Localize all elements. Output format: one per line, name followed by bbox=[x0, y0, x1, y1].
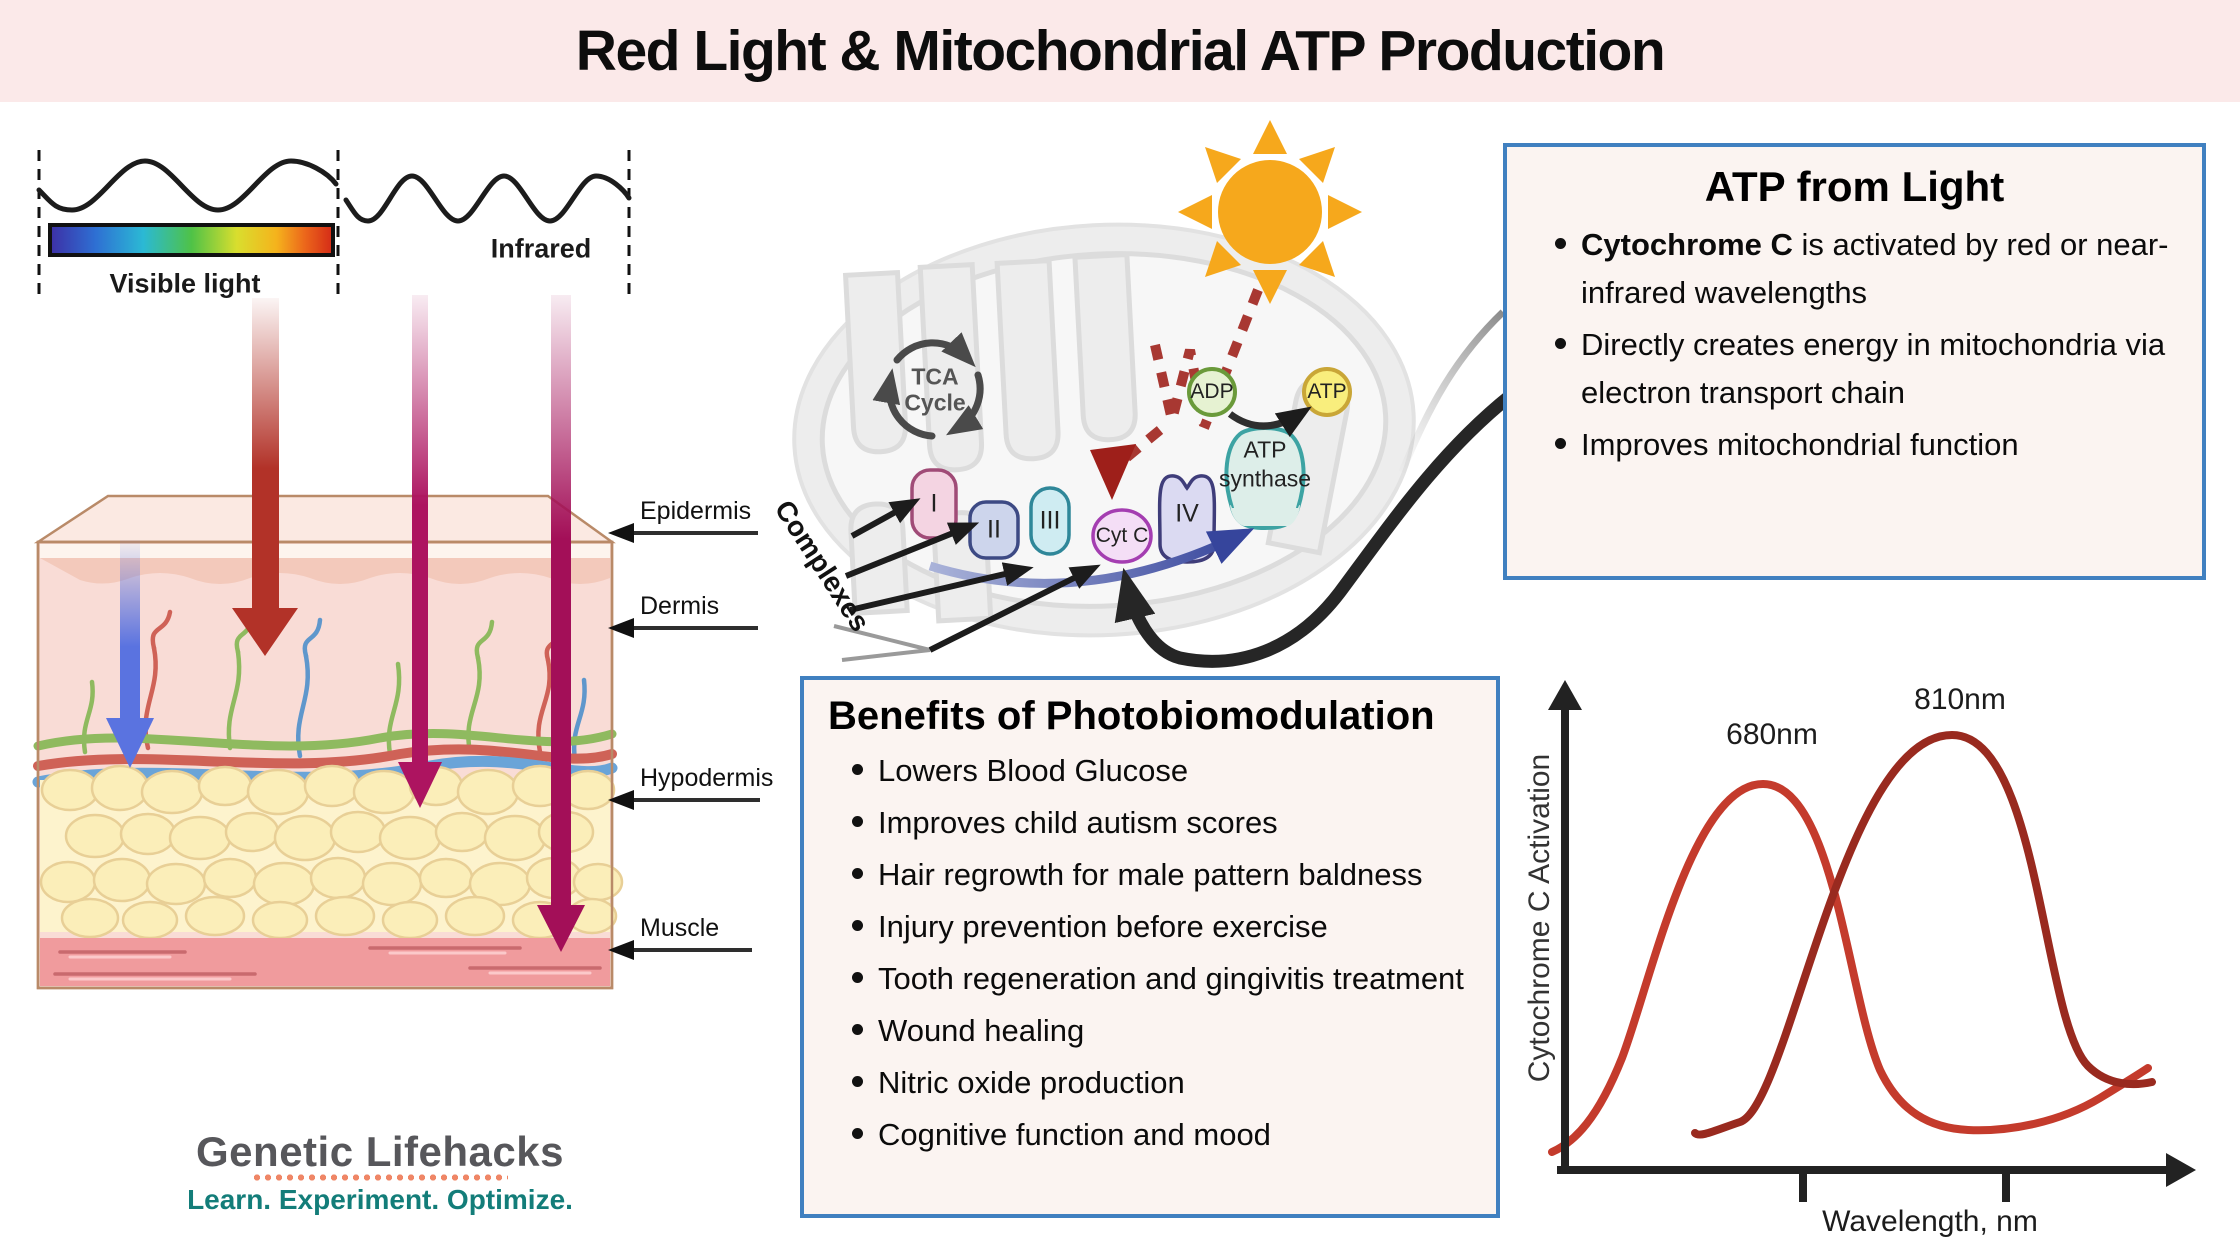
skin-outline bbox=[36, 540, 614, 990]
infrared-label: Infrared bbox=[490, 233, 592, 264]
nir-arrow-2 bbox=[551, 295, 571, 905]
skin-label-hypodermis: Hypodermis bbox=[640, 764, 774, 792]
visible-light-wave bbox=[36, 158, 339, 213]
logo-name: Genetic Lifehacks bbox=[196, 1128, 564, 1175]
visible-spectrum-bar bbox=[48, 223, 335, 257]
atp-shape bbox=[1302, 367, 1352, 417]
red-dashed-arrowhead bbox=[1090, 444, 1136, 500]
complex-iv-label: IV bbox=[1175, 499, 1199, 528]
complexes-pointer-arrows bbox=[844, 498, 1034, 613]
bullet-item: Wound healing bbox=[844, 1007, 1478, 1055]
tca-cycle-icon bbox=[872, 332, 984, 440]
box-to-cytc-arrow bbox=[1114, 389, 1517, 668]
bullet-item: Nitric oxide production bbox=[844, 1059, 1478, 1107]
benefits-box-list: Lowers Blood Glucose Improves child auti… bbox=[804, 747, 1496, 1159]
skin-label-muscle: Muscle bbox=[640, 914, 720, 942]
chart-axes bbox=[1557, 702, 2172, 1202]
nir-arrowhead-1 bbox=[398, 762, 442, 808]
bullet-item: Lowers Blood Glucose bbox=[844, 747, 1478, 795]
page-title: Red Light & Mitochondrial ATP Production bbox=[575, 19, 1666, 83]
curve-680nm bbox=[1548, 779, 2152, 1156]
skin-label-epidermis: Epidermis bbox=[640, 497, 752, 525]
skin-label-dermis: Dermis bbox=[640, 592, 720, 620]
complex-i-label: I bbox=[930, 489, 938, 518]
complex-iii-shape bbox=[1029, 486, 1071, 556]
bullet-item: Directly creates energy in mitochondria … bbox=[1547, 321, 2184, 417]
epidermis-layer bbox=[40, 544, 610, 558]
benefits-box: Benefits of Photobiomodulation Lowers Bl… bbox=[800, 676, 1500, 1218]
visible-light-label: Visible light bbox=[109, 268, 261, 299]
x-axis-arrowhead bbox=[2166, 1153, 2196, 1187]
atp-box-title: ATP from Light bbox=[1704, 163, 2005, 210]
bullet-item: Cognitive function and mood bbox=[844, 1111, 1478, 1159]
skin-top-face bbox=[33, 494, 616, 544]
atp-label: ATP bbox=[1307, 380, 1347, 403]
box-link-swoosh bbox=[1398, 309, 1506, 474]
bullet-item: Improves mitochondrial function bbox=[1547, 421, 2184, 469]
complex-iii-label: III bbox=[1039, 506, 1061, 535]
bullet-item: Hair regrowth for male pattern baldness bbox=[844, 851, 1478, 899]
muscle-streaks bbox=[53, 946, 602, 981]
y-axis-arrowhead bbox=[1548, 680, 1582, 710]
tca-cycle-label: TCA Cycle bbox=[904, 363, 966, 416]
nir-arrow-1 bbox=[412, 295, 428, 762]
logo-tagline: Learn. Experiment. Optimize. bbox=[187, 1184, 573, 1215]
peak-810nm-label: 810nm bbox=[1914, 683, 2006, 716]
layer-leader-lines bbox=[632, 531, 760, 952]
complexes-pointer-lines bbox=[833, 624, 931, 662]
chart-x-axis-label: Wavelength, nm bbox=[1822, 1205, 2038, 1238]
peak-680nm-label: 680nm bbox=[1726, 718, 1818, 751]
red-light-arrowhead bbox=[232, 608, 298, 656]
bullet-item: Injury prevention before exercise bbox=[844, 903, 1478, 951]
atp-box-list: Cytochrome C is activated by red or near… bbox=[1507, 221, 2202, 469]
epidermis-band bbox=[40, 558, 610, 584]
cyt-c-shape bbox=[1091, 508, 1153, 564]
cyt-c-label: Cyt C bbox=[1095, 524, 1149, 547]
layer-leader-arrowheads bbox=[608, 523, 634, 960]
light-penetration-arrows bbox=[106, 295, 585, 952]
blue-light-arrowhead bbox=[106, 718, 154, 768]
adp-to-atp-arrow bbox=[1227, 406, 1312, 438]
cytc-pointer-arrow bbox=[928, 564, 1101, 653]
wavelength-panel bbox=[36, 150, 632, 295]
atp-synthase-label: ATP synthase bbox=[1218, 436, 1312, 491]
benefits-box-title: Benefits of Photobiomodulation bbox=[828, 694, 1435, 738]
logo-dotted-divider bbox=[252, 1172, 508, 1183]
sun-icon bbox=[1178, 120, 1362, 304]
activation-chart bbox=[1548, 680, 2196, 1202]
bullet-item: Improves child autism scores bbox=[844, 799, 1478, 847]
infrared-wave bbox=[343, 173, 632, 224]
atp-synthase-shape bbox=[1224, 426, 1306, 531]
bullet-item: Cytochrome C is activated by red or near… bbox=[1547, 221, 2184, 317]
complex-ii-label: II bbox=[987, 515, 1001, 544]
bullet-item: Tooth regeneration and gingivitis treatm… bbox=[844, 955, 1478, 1003]
blue-light-arrow bbox=[120, 540, 140, 718]
atp-from-light-box: ATP from Light Cytochrome C is activated… bbox=[1503, 143, 2206, 580]
atp-synthase-base bbox=[1230, 504, 1300, 526]
red-light-arrow bbox=[252, 298, 279, 608]
fat-lobules bbox=[39, 764, 624, 940]
mitochondria-diagram bbox=[792, 120, 1517, 668]
adp-label: ADP bbox=[1190, 380, 1234, 403]
skin-diagram bbox=[32, 295, 760, 990]
adp-shape bbox=[1187, 367, 1237, 417]
title-band: Red Light & Mitochondrial ATP Production bbox=[0, 0, 2240, 102]
chart-y-axis-label: Cytochrome C Activation bbox=[1523, 753, 1556, 1083]
curve-810nm bbox=[1691, 730, 2156, 1139]
nir-arrowhead-2 bbox=[537, 905, 585, 952]
